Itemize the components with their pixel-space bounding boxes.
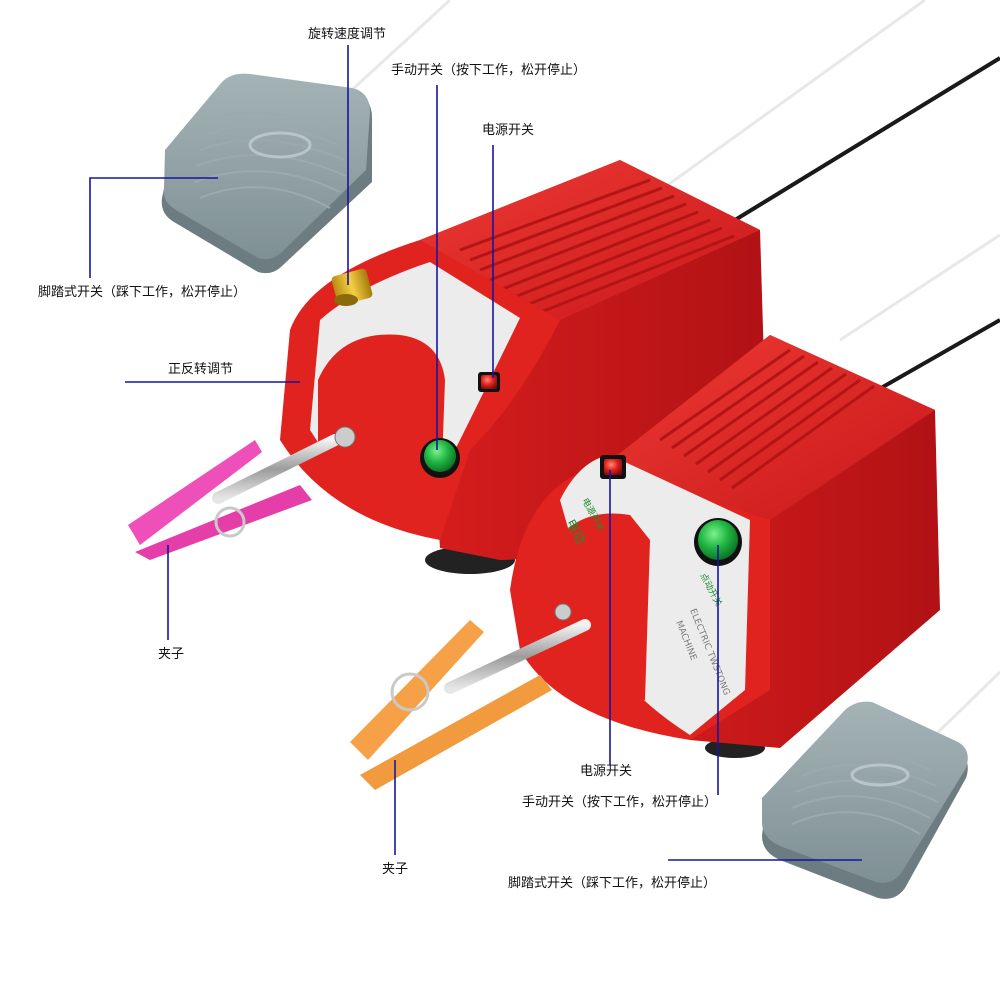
clip-icon (128, 426, 356, 560)
leader-lines (89, 45, 862, 861)
label-foot-switch-right: 脚踏式开关（踩下工作，松开停止） (508, 876, 717, 891)
label-power-switch-right: 电源开关 (580, 764, 633, 779)
label-power-switch-left: 电源开关 (482, 123, 535, 138)
large-twisting-machine (280, 160, 765, 574)
label-manual-switch-left: 手动开关（按下工作，松开停止） (391, 63, 587, 78)
label-speed-adjust: 旋转速度调节 (308, 27, 387, 42)
foot-pedal-icon (762, 701, 968, 899)
label-direction-adjust: 正反转调节 (168, 362, 234, 377)
label-manual-switch-right: 手动开关（按下工作，松开停止） (522, 795, 718, 810)
label-foot-switch-left: 脚踏式开关（踩下工作，松开停止） (38, 285, 247, 300)
small-twisting-machine (510, 335, 940, 758)
label-clip-left: 夹子 (158, 647, 185, 662)
clip-icon (350, 603, 591, 790)
foot-pedal-icon (161, 73, 372, 274)
label-clip-right: 夹子 (382, 862, 409, 877)
speed-knob-icon (331, 268, 373, 306)
